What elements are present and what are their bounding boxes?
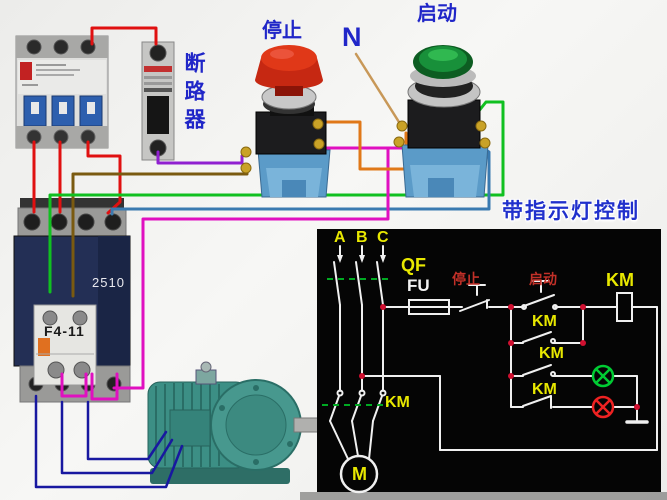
contactor-model-text: 2510 — [92, 275, 125, 290]
aux-orange-button — [38, 338, 50, 356]
green-indicator-lamp — [591, 364, 615, 388]
neutral-label: N — [342, 22, 362, 52]
wire-red-jumper — [90, 26, 158, 46]
contactor-aux-block — [33, 304, 97, 386]
motor-symbol — [339, 454, 379, 494]
motor-symbol-label: M — [352, 464, 367, 484]
contactor-aux-model-text: F4-11 — [44, 323, 85, 339]
qf-label: QF — [401, 255, 426, 275]
schematic-start-label: 启动 — [529, 271, 557, 287]
wire-orange — [316, 120, 408, 171]
km-red-branch-label: KM — [532, 381, 557, 398]
km-no-contact — [522, 364, 552, 376]
motor — [147, 361, 328, 484]
fu-label: FU — [407, 276, 430, 295]
stop-button-label: 停止 — [262, 20, 302, 42]
start-push-button — [393, 45, 491, 198]
wire-red-phase — [86, 140, 122, 215]
breaker-red-label-band — [20, 62, 32, 80]
km-selfhold-label: KM — [532, 313, 557, 330]
wire-purple-stop — [156, 150, 244, 165]
single-pole-breaker — [141, 41, 175, 161]
start-button-label: 启动 — [417, 3, 457, 25]
km-coil-label: KM — [606, 270, 634, 290]
phase-c-label: C — [377, 229, 389, 246]
wire-motor-blue — [60, 400, 174, 475]
start-contact — [523, 294, 555, 307]
stop-push-button — [240, 45, 331, 198]
stop-contact — [459, 299, 490, 312]
km-nc-contact — [522, 395, 552, 407]
breaker-toggle — [147, 96, 169, 134]
km-green-branch-label: KM — [539, 345, 564, 362]
wire-magenta-return — [112, 146, 390, 390]
wire-neutral — [354, 52, 406, 132]
wire-green-lamp — [48, 100, 505, 294]
phase-b-label: B — [356, 229, 368, 246]
three-pole-breaker — [15, 35, 109, 149]
wire-magenta-loop — [60, 372, 88, 398]
wire-magenta-loop — [90, 372, 119, 401]
fuse-symbol — [408, 299, 450, 315]
red-indicator-lamp — [591, 395, 615, 419]
schematic-title: 带指示灯控制 — [502, 200, 640, 223]
phase-a-label: A — [334, 229, 346, 246]
wiring — [32, 26, 505, 489]
junction-dots — [359, 304, 640, 410]
schematic-panel — [300, 229, 667, 500]
schematic-stop-label: 停止 — [452, 271, 480, 287]
km-selfhold-contact — [522, 331, 552, 343]
wire-motor-blue — [34, 394, 184, 489]
wire-motor-blue — [86, 400, 168, 461]
motor-terminal-box — [169, 409, 211, 447]
breaker-label: 断路器 — [182, 52, 205, 136]
km-main-contacts-label: KM — [385, 394, 410, 411]
